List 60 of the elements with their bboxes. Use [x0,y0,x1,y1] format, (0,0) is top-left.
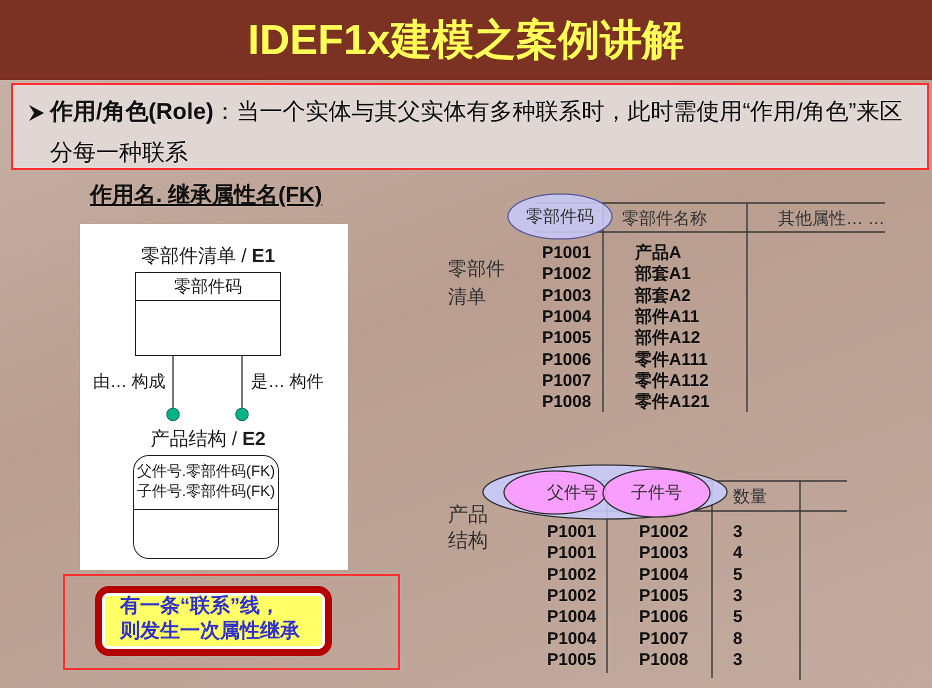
column-header: 其他属性… … [778,209,885,229]
table-cell: P1005 [547,650,596,670]
table-cell: 产品A [635,243,682,263]
table-cell: P1008 [542,392,592,412]
note-text: 作用/角色(Role)：当一个实体与其父实体有多种联系时，此时需使用“作用/角色”来区分每一种联系 [50,97,904,167]
table-cell: P1004 [639,564,688,585]
table-cell: 部件A12 [635,328,700,348]
table-cell: P1003 [542,286,592,306]
column-header: 零部件名称 [622,209,707,229]
table-cell: 5 [733,564,742,585]
table-cell: 部套A1 [635,264,691,284]
table-cell: 部套A2 [635,286,691,306]
table-cell: 5 [733,607,742,628]
relationship-line [235,356,249,422]
table-cell: P1001 [542,243,592,263]
table-cell: P1007 [542,370,592,391]
table-cell: 部件A11 [635,306,700,327]
edge-label: 是… 构件 [251,372,324,392]
table-cell: P1001 [547,522,596,542]
relationship-line [166,356,180,422]
table-cell: P1005 [542,328,592,348]
table-cell: P1008 [639,650,688,670]
table-cell: P1002 [542,264,592,284]
table-cell: P1006 [542,350,592,370]
table-cell: 3 [733,522,742,542]
table-cell: P1004 [547,628,596,649]
table-cell: P1003 [639,543,688,564]
table-cell: P1004 [547,607,596,628]
table-cell: 8 [733,628,742,649]
highlight-oval: 父件号 [503,470,607,515]
table-title: 产品结构 [448,503,489,554]
table-cell: 3 [733,650,742,670]
key-attribute: 子件号.零部件码(FK) [136,482,276,502]
title: IDEF1x建模之案例讲解 [248,15,684,65]
column-header: 数量 [733,487,767,507]
table-cell: 零件A111 [635,350,708,370]
table-title: 零部件清单 [448,258,506,310]
table-cell: P1005 [639,586,688,606]
edge-label: 由… 构成 [93,372,166,392]
entity-name: 零部件清单 / E1 [140,246,276,268]
key-attribute: 零部件码 [174,277,242,297]
highlight-oval: 子件号 [602,468,711,518]
note-box [11,83,929,170]
highlight-oval: 零部件码 [507,193,613,240]
table-cell: P1007 [639,628,688,649]
entity-name: 产品结构 / E2 [150,429,266,451]
table-cell: 4 [733,543,742,564]
table-cell: 3 [733,586,742,606]
highlight-frame [63,574,400,670]
table-cell: P1002 [639,522,688,542]
table-cell: 零件A112 [635,370,709,391]
callout-box: 有一条“联系”线，则发生一次属性继承 [95,586,332,656]
key-attribute: 父件号.零部件码(FK) [136,462,276,482]
table-cell: P1001 [547,543,596,564]
table-cell: P1002 [547,564,596,585]
section-heading: 作用名. 继承属性名(FK) [90,182,322,208]
table-cell: P1002 [547,586,596,606]
table-cell: P1004 [542,306,592,327]
table-cell: P1006 [639,607,688,628]
table-cell: 零件A121 [635,392,710,412]
